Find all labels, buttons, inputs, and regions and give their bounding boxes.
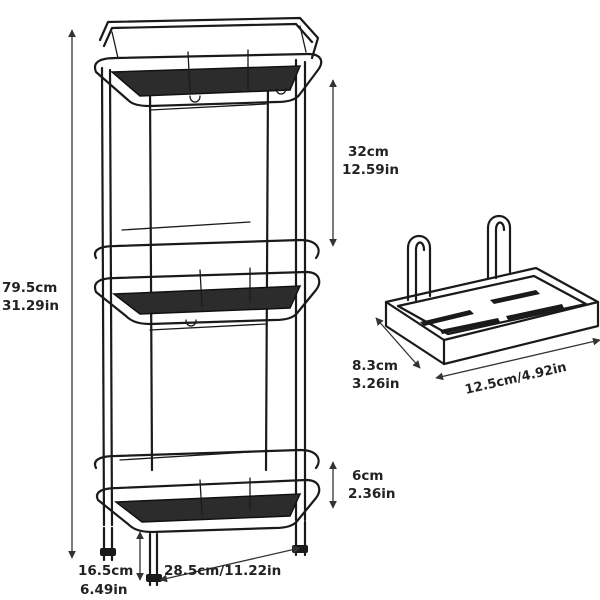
bottom-basket bbox=[93, 448, 321, 534]
clearance-metric: 16.5cm bbox=[78, 563, 133, 579]
basket-height-imperial: 2.36in bbox=[348, 486, 396, 502]
three-tier-shelf-unit bbox=[93, 16, 323, 587]
tray-width-label: 12.5cm/4.92in bbox=[464, 360, 569, 398]
clearance-imperial: 6.49in bbox=[80, 582, 128, 598]
width-arrow bbox=[159, 545, 301, 583]
tray-depth-metric: 8.3cm bbox=[352, 358, 398, 374]
dimension-labels: 79.5cm 31.29in 32cm 12.59in 6cm 2.36in 1… bbox=[2, 144, 568, 598]
top-basket bbox=[93, 49, 323, 108]
width-label: 28.5cm/11.22in bbox=[164, 563, 281, 579]
tray-depth-imperial: 3.26in bbox=[352, 376, 400, 392]
tray-width-arrow bbox=[435, 337, 600, 381]
dimension-lines bbox=[68, 29, 600, 583]
hanging-hook-tray bbox=[384, 214, 600, 366]
shelf-spacing-metric: 32cm bbox=[348, 144, 389, 160]
middle-basket bbox=[93, 238, 321, 327]
shelf-spacing-imperial: 12.59in bbox=[342, 162, 399, 178]
total-height-metric: 79.5cm bbox=[2, 280, 57, 296]
tray-depth-arrow bbox=[375, 317, 421, 369]
total-height-imperial: 31.29in bbox=[2, 298, 59, 314]
basket-height-metric: 6cm bbox=[352, 468, 383, 484]
